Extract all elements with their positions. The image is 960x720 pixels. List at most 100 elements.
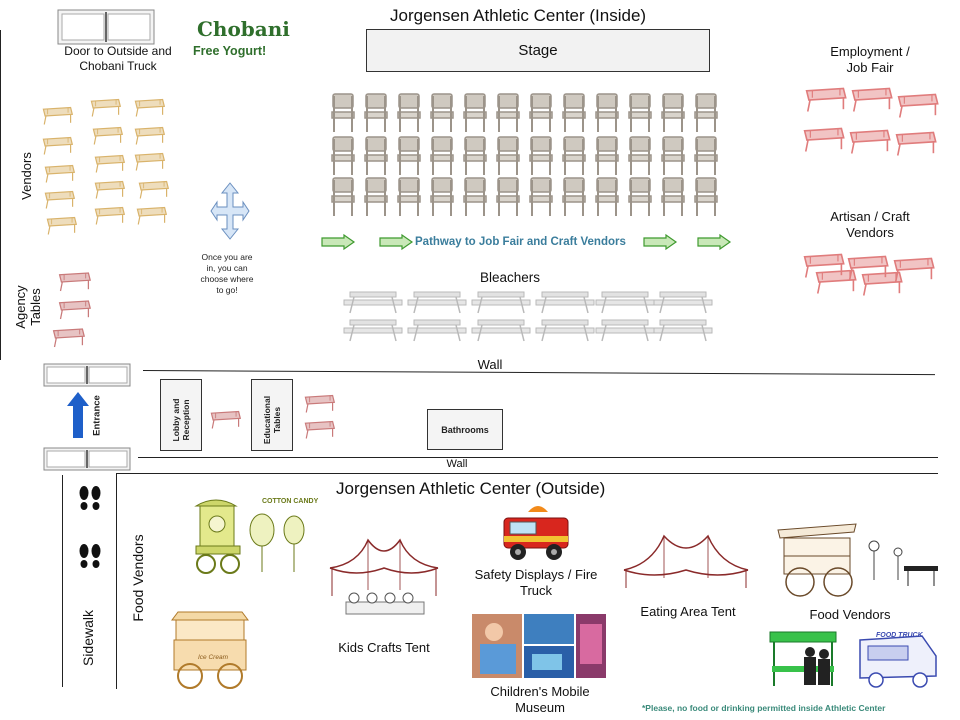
job-fair-table xyxy=(849,129,891,154)
bleacher-icon xyxy=(407,319,467,342)
chair-icon xyxy=(463,177,487,216)
bleacher-icon xyxy=(595,291,655,314)
wall-lower-line xyxy=(138,457,938,458)
chair-icon xyxy=(628,177,652,216)
lobby-box xyxy=(160,379,202,451)
bleacher-icon xyxy=(653,319,713,342)
outside-left-line xyxy=(116,473,117,689)
chair-icon xyxy=(595,93,619,132)
stage-label: Stage xyxy=(518,42,558,59)
chair-icon xyxy=(661,136,685,175)
bleacher-icon xyxy=(535,319,595,342)
agency-tables-text: Agency Tables xyxy=(13,285,43,329)
artisan-table xyxy=(861,271,903,296)
job-fair-table xyxy=(897,93,939,118)
food-vendors-left-label: Food Vendors xyxy=(130,534,146,622)
lobby-label: Lobby and Reception xyxy=(171,385,191,455)
job-fair-table xyxy=(851,87,893,112)
food-stand-icon xyxy=(769,631,837,686)
eating-area-tent-icon xyxy=(623,534,749,588)
chair-icon xyxy=(628,136,652,175)
chair-icon xyxy=(661,93,685,132)
chair-icon xyxy=(562,177,586,216)
chair-icon xyxy=(397,136,421,175)
chair-icon xyxy=(595,177,619,216)
job-fair-table xyxy=(803,127,845,152)
chair-icon xyxy=(430,136,454,175)
vendor-table xyxy=(42,136,74,155)
chair-icon xyxy=(529,136,553,175)
educational-box xyxy=(251,379,293,451)
ice-cream-cart-icon xyxy=(171,611,249,689)
chobani-logo: Chobani xyxy=(197,17,290,41)
educational-label: Educational Tables xyxy=(262,385,282,455)
chair-icon xyxy=(331,177,355,216)
agency-table xyxy=(58,300,91,320)
chair-icon xyxy=(595,136,619,175)
bleachers-label: Bleachers xyxy=(479,270,541,285)
footprints-icon xyxy=(79,486,101,510)
vendor-table xyxy=(92,126,124,145)
chair-icon xyxy=(496,177,520,216)
entrance-door-bottom-icon xyxy=(43,447,131,471)
vendor-table xyxy=(138,180,170,199)
educational-table xyxy=(304,394,336,413)
vendor-table xyxy=(94,180,126,199)
chair-icon xyxy=(628,93,652,132)
bleacher-icon xyxy=(343,291,403,314)
kids-crafts-tent-icon xyxy=(329,538,439,615)
vendor-table xyxy=(94,154,126,173)
inside-title: Jorgensen Athletic Center (Inside) xyxy=(390,6,647,25)
pathway-arrow-icon xyxy=(321,233,356,251)
chair-icon xyxy=(694,136,718,175)
chair-icon xyxy=(397,93,421,132)
lobby-text: Lobby and Reception xyxy=(171,398,191,442)
artisan-table xyxy=(815,269,857,294)
vendor-table xyxy=(44,164,76,183)
food-cart-sketch-icon xyxy=(777,523,938,597)
bleacher-icon xyxy=(343,319,403,342)
educational-text: Educational Tables xyxy=(262,395,282,445)
outside-title: Jorgensen Athletic Center (Outside) xyxy=(336,479,606,498)
agency-tables-label: Agency Tables xyxy=(13,275,43,339)
lobby-table xyxy=(210,410,242,429)
chair-icon xyxy=(496,136,520,175)
museum-label: Children's Mobile Museum xyxy=(490,684,590,715)
chair-icon xyxy=(562,93,586,132)
vendor-table xyxy=(94,206,126,225)
artisan-table xyxy=(803,253,845,278)
vendors-label: Vendors xyxy=(19,152,34,200)
food-truck-text: FOOD TRUCK xyxy=(876,632,923,639)
job-fair-table xyxy=(895,131,937,156)
chair-icon xyxy=(364,93,388,132)
door-outside-label: Door to Outside and Chobani Truck xyxy=(64,44,172,73)
vendor-table xyxy=(44,190,76,209)
vendor-table xyxy=(134,152,166,171)
sidewalk-label: Sidewalk xyxy=(80,609,96,667)
entrance-label: Entrance xyxy=(91,395,103,436)
cotton-candy-text: COTTON CANDY xyxy=(262,498,319,505)
entrance-arrow-icon xyxy=(67,392,89,438)
kids-crafts-label: Kids Crafts Tent xyxy=(338,640,430,655)
cotton-candy-cart-icon xyxy=(194,499,305,574)
chair-icon xyxy=(661,177,685,216)
chair-icon xyxy=(463,93,487,132)
chair-icon xyxy=(364,177,388,216)
chair-icon xyxy=(463,136,487,175)
bathrooms-label: Bathrooms xyxy=(441,425,489,435)
wall-upper-label: Wall xyxy=(477,357,503,372)
chair-icon xyxy=(694,177,718,216)
bleacher-icon xyxy=(653,291,713,314)
wall-upper-line xyxy=(142,370,935,376)
chair-icon xyxy=(694,93,718,132)
artisan-table xyxy=(847,255,889,280)
stage: Stage xyxy=(366,29,710,72)
vendor-table xyxy=(42,106,74,125)
chair-icon xyxy=(529,177,553,216)
vendor-table xyxy=(134,126,166,145)
agency-table xyxy=(58,272,91,292)
safety-label: Safety Displays / Fire Truck xyxy=(474,567,598,598)
chobani-promo: Free Yogurt! xyxy=(193,44,267,58)
pathway-arrow-icon xyxy=(379,233,414,251)
pathway-arrow-icon xyxy=(697,233,732,251)
